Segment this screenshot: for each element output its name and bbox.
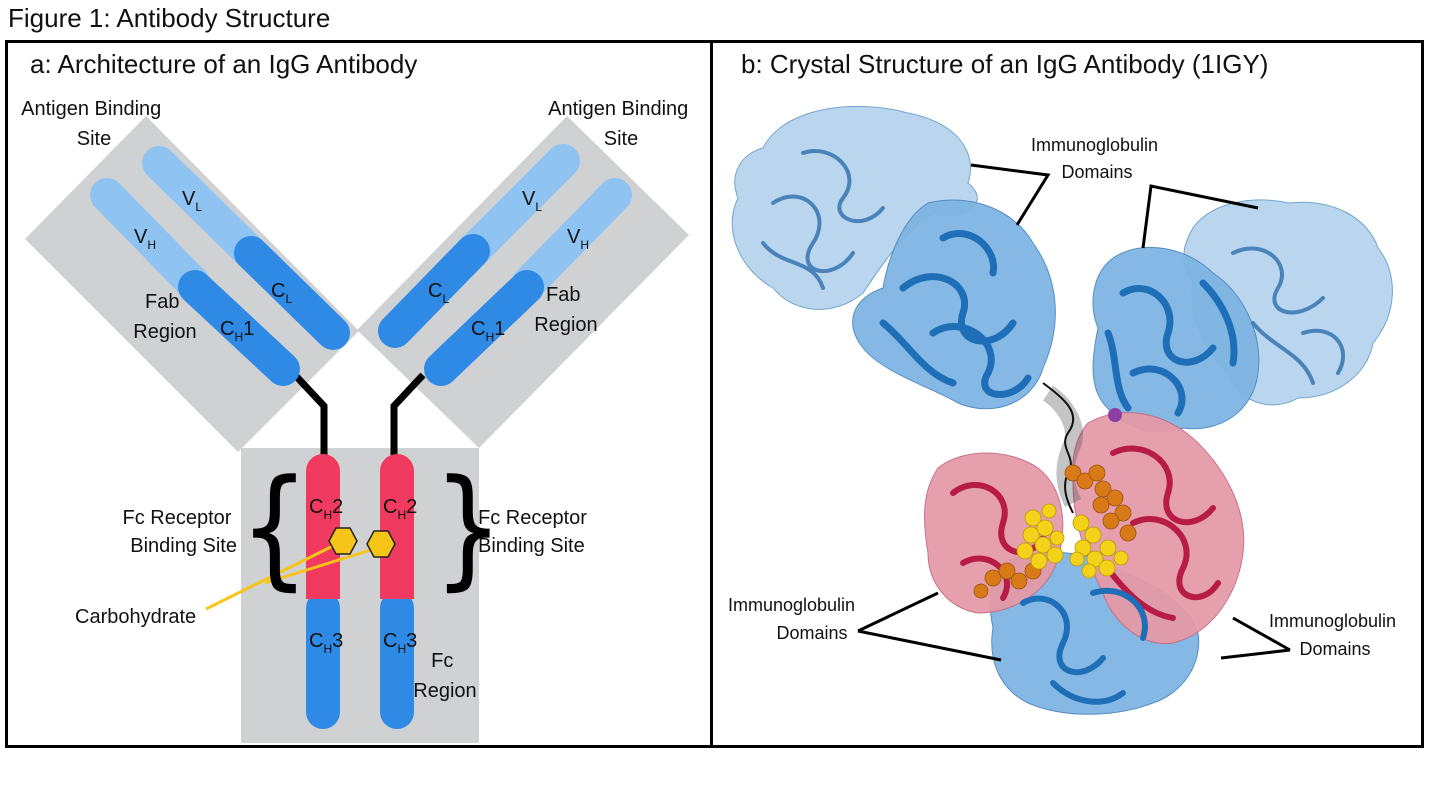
annotation-pointers [857,163,1291,662]
fab-left-label: Fab Region [133,291,196,343]
carbohydrate-hexagon-right [366,530,396,558]
right-vl-domain [456,144,580,268]
pointer-bottom-left-2 [857,629,1002,662]
pointer-bottom-left [857,591,939,633]
left-vl-domain [142,146,268,270]
panel-a-title: a: Architecture of an IgG Antibody [30,49,418,79]
brace-right: } [433,452,503,603]
carbohydrate-spheres [973,464,1137,599]
brace-left: { [239,452,309,603]
fc-blue-ribbon [1020,587,1148,705]
carbohydrate-hexagon-left [328,527,358,555]
fc-junction-left [306,573,340,599]
left-cl-domain [234,236,350,350]
fc-receptor-right-label: Fc Receptor Binding Site [478,507,593,557]
panel-b-crystal-structure: b: Crystal Structure of an IgG Antibody … [710,40,1424,748]
antibody-architecture-diagram: { } VL VH CL CH1 VL VH CL CH1 CH2 CH2 CH… [21,98,694,743]
hinge-left [292,372,328,455]
right-ch1-domain [424,270,544,386]
figure-title: Figure 1: Antibody Structure [8,3,331,33]
left-vh-label: VH [134,226,156,252]
left-ch1-domain [178,270,300,386]
fc-junction-right [380,573,414,599]
pointer-top-left [970,163,1051,226]
fab-left-ribbon [761,149,885,290]
carbohydrate-pointer-1 [205,541,340,611]
right-ch2-domain [380,454,414,591]
pointer-bottom-right [1232,616,1291,652]
antigen-binding-right-label: Antigen Binding Site [548,98,694,150]
panel-b-title: b: Crystal Structure of an IgG Antibody … [741,49,1269,79]
hinge-right [390,372,426,455]
right-vh-label: VH [567,226,589,252]
pointer-top-right [1141,184,1259,249]
carbohydrate-pointer-2 [264,546,378,585]
carbohydrate-label: Carbohydrate [75,606,196,628]
fab-right-label: Fab Region [534,284,597,336]
left-ch2-domain [306,454,340,591]
left-ch2-label: CH2 [309,496,343,522]
fab-right-outer-ribbon [1231,246,1345,385]
left-vh-domain [90,178,210,300]
right-ch1-label: CH1 [471,318,505,344]
immuno-bottom-left-label: Immunoglobulin Domains [728,595,860,643]
fc-region-label: Fc Region [413,650,476,702]
left-vl-label: VL [182,188,202,214]
left-ch3-domain [306,591,340,729]
right-ch3-label: CH3 [383,630,417,656]
right-vh-domain [512,178,632,300]
hinge-shadow [1042,385,1083,508]
hinge-chain [1042,382,1075,514]
fc-receptor-left-label: Fc Receptor Binding Site [123,507,238,557]
right-cl-domain [378,234,490,348]
immuno-top-label: Immunoglobulin Domains [1031,135,1163,182]
left-ch1-label: CH1 [220,318,254,344]
right-vl-label: VL [522,188,542,214]
fab-right-inner-surface [1092,246,1260,433]
fab-right-inner-ribbon [1104,279,1238,417]
left-ch3-label: CH3 [309,630,343,656]
left-cl-label: CL [271,280,292,306]
panel-a-architecture: a: Architecture of an IgG Antibody { [5,40,713,748]
fc-region-box [241,448,479,743]
fab-left-inner-ribbon [879,229,1032,398]
right-ch3-domain [380,591,414,729]
pointer-bottom-right-2 [1220,648,1291,660]
hinge-purple-atom [1108,408,1122,422]
crystal-structure-illustration: Immunoglobulin Domains Immunoglobulin Do… [728,105,1401,715]
fab-left-inner-surface [852,199,1056,410]
antigen-binding-left-label: Antigen Binding Site [21,98,167,150]
immuno-bottom-right-label: Immunoglobulin Domains [1269,611,1401,659]
fc-right-pink-surface [1072,412,1245,645]
right-ch2-label: CH2 [383,496,417,522]
right-cl-label: CL [428,280,449,306]
